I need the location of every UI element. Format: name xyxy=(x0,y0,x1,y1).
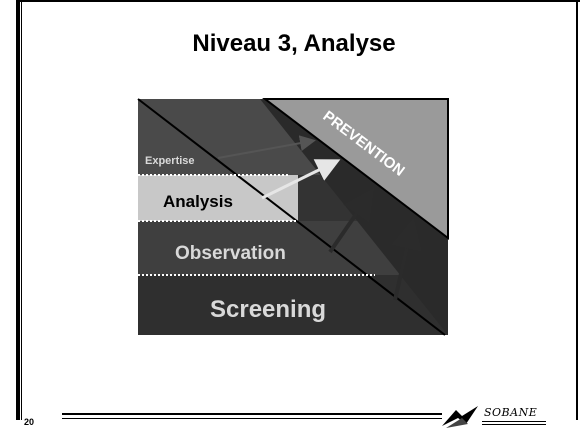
logo-underline-secondary xyxy=(482,424,546,425)
screening-band xyxy=(138,275,448,335)
analysis-band xyxy=(138,175,298,221)
sobane-logo-icon xyxy=(442,406,478,428)
page-number: 20 xyxy=(24,417,35,427)
slide-title: Niveau 3, Analyse xyxy=(192,30,396,57)
arrow-screening xyxy=(391,217,423,301)
prevention-triangle xyxy=(262,98,449,241)
slide-frame-top xyxy=(16,0,580,2)
arrow-expertise xyxy=(217,135,316,159)
label-screening: Screening xyxy=(210,296,326,323)
label-observation: Observation xyxy=(175,243,286,264)
arrow-analysis xyxy=(261,159,341,200)
slide-frame-left-inner xyxy=(21,0,22,420)
slide-frame-right xyxy=(576,0,578,420)
logo-underline xyxy=(482,421,546,422)
slide-frame-left xyxy=(16,0,20,420)
label-analysis: Analysis xyxy=(163,192,233,211)
footer-line-thin xyxy=(62,418,442,419)
diagonal-line xyxy=(137,98,446,336)
logo-text: SOBANE xyxy=(484,406,538,419)
label-expertise: Expertise xyxy=(145,155,195,167)
arrow-observation xyxy=(328,187,375,254)
footer-line xyxy=(62,413,442,415)
